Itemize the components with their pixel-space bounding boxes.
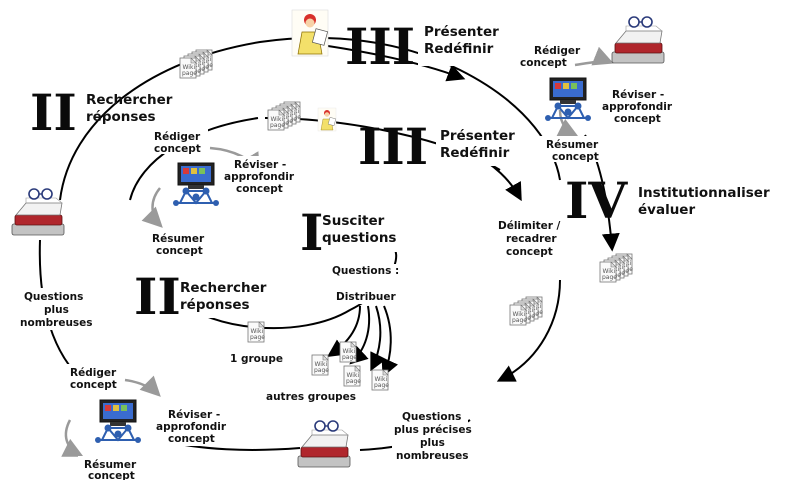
questions-colon-label: Questions : [332,265,399,277]
phase-label: questions [322,230,396,246]
outer-loop-path [59,36,561,201]
phase-label: évaluer [638,202,695,218]
phase-label: Présenter [424,24,499,40]
delimiter-label: Délimiter / [498,220,561,232]
phase-label: Rechercher [180,280,267,296]
autres-groupes-label: autres groupes [266,391,356,403]
phase-presenter-top: III Présenter Redéfinir [345,17,528,76]
cycle-inner: Rédiger concept Réviser - approfondir co… [148,128,295,257]
wiki-stack-icon [180,50,213,78]
right-descent [496,279,561,382]
phase-susciter: I Susciter questions [300,203,410,262]
delimiter-label: concept [506,246,553,258]
roman-numeral: II [30,83,77,142]
notes: Questions : Distribuer 1 groupe autres g… [18,218,561,464]
reviser-label: concept [168,433,215,445]
phase-institutionnaliser: IV Institutionnaliser évaluer [565,171,782,230]
questions-precises-label: plus précises [394,424,472,436]
computer-network-icon [544,77,592,122]
wiki-stack-icon [600,254,633,282]
roman-numeral: IV [565,171,628,230]
delimiter-label: recadrer [506,233,557,245]
distribuer-label: Distribuer [336,291,396,303]
resumer-label: Résumer [152,233,205,245]
reviser-label: concept [614,113,661,125]
questions-plus-label: Questions [24,291,83,303]
reviser-label: approfondir [224,171,295,183]
rediger-label: concept [70,379,117,391]
distribuer-arrow-4 [381,305,399,378]
questions-precises-label: Questions [402,411,461,423]
roman-numeral: I [300,203,323,262]
computer-network-icon [172,162,220,207]
questions-precises-label: nombreuses [396,450,469,462]
wiki-page-icon [339,341,358,363]
resumer-label: Résumer [84,459,137,471]
reviser-label: Réviser - [234,159,286,171]
cycle-bottom-left: Rédiger concept Réviser - approfondir co… [64,364,227,482]
wiki-page-icon [311,354,330,376]
questions-plus-label: nombreuses [20,317,93,329]
phase-label: Rechercher [86,92,173,108]
phase-label: Susciter [322,213,385,229]
phase-label: Redéfinir [440,145,510,161]
roman-numeral: III [345,17,415,76]
phase-rechercher-top: II Rechercher réponses [30,83,173,142]
distribuer-arrow-3 [370,305,387,372]
wiki-stack-icon [268,102,301,130]
phase-label: Redéfinir [424,41,494,57]
phase-rechercher-inner: II Rechercher réponses [134,267,276,326]
questions-precises-label: plus [420,437,445,449]
reviser-label: Réviser - [168,409,220,421]
questions-plus-label: plus [44,304,69,316]
resumer-label: concept [552,151,599,163]
wiki-page-icon [371,369,390,391]
phase-label: réponses [180,297,250,313]
phase-label: Présenter [440,128,515,144]
distribuer-arrow-1 [327,305,361,357]
reviser-label: approfondir [602,101,673,113]
roman-numeral: III [358,117,428,176]
un-groupe-label: 1 groupe [230,353,283,365]
computer-network-icon [94,399,142,444]
phase-presenter-mid: III Présenter Redéfinir [358,117,528,176]
reviser-label: concept [236,183,283,195]
roman-numeral: II [134,267,181,326]
phase-label: Institutionnaliser [638,185,770,201]
rediger-label: concept [154,143,201,155]
resumer-label: concept [156,245,203,257]
rediger-label: Rédiger [534,45,581,57]
books-icon [611,16,665,64]
teacher-icon [317,107,337,132]
wiki-stack-icon [510,297,543,325]
phase-label: réponses [86,109,156,125]
rediger-label: concept [520,57,567,69]
wiki-page-icon [343,365,362,387]
wiki-page-icon [247,321,266,343]
teacher-icon [291,9,329,57]
rediger-label: Rédiger [70,367,117,379]
reviser-label: approfondir [156,421,227,433]
resumer-label: concept [88,470,135,480]
cycle-top-right: Rédiger concept Réviser - approfondir co… [520,45,673,163]
books-icon [297,420,351,468]
reviser-label: Réviser - [612,89,664,101]
rediger-label: Rédiger [154,131,201,143]
resumer-label: Résumer [546,139,599,151]
books-icon [11,188,65,236]
